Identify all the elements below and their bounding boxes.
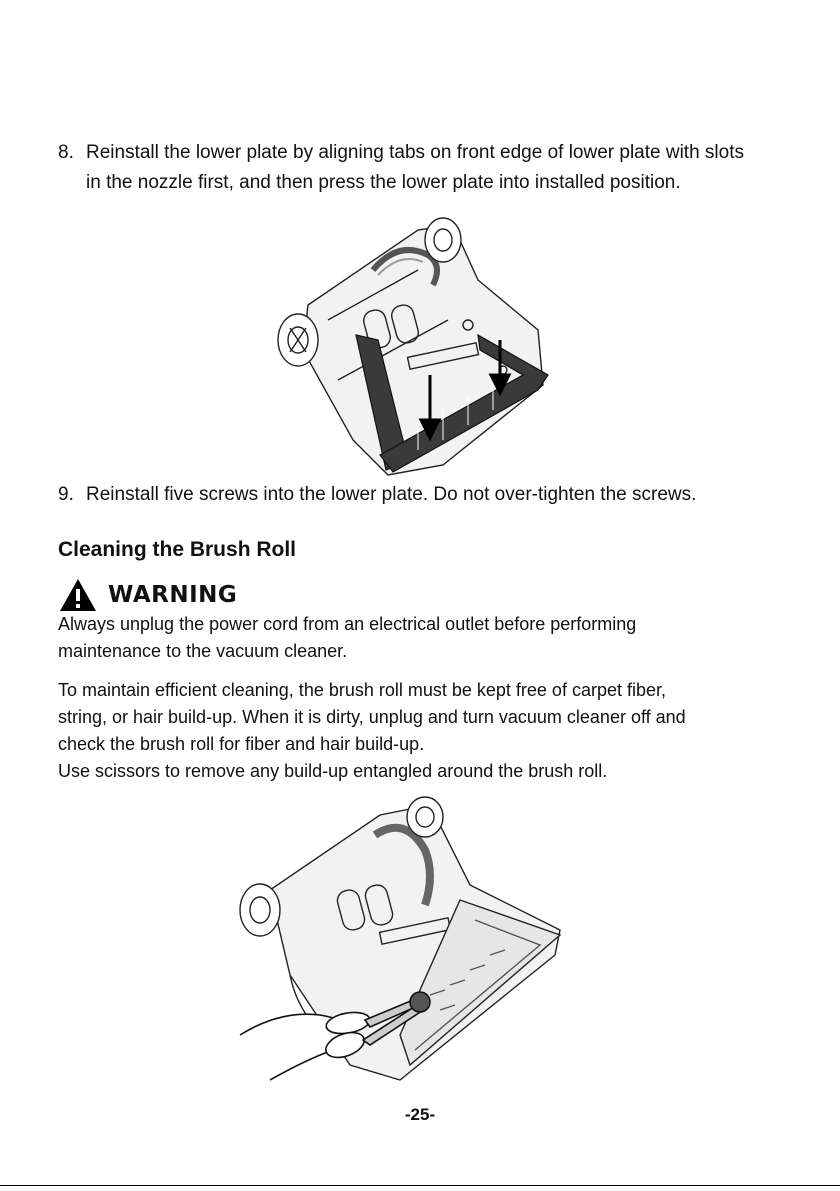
- step-9: 9. Reinstall five screws into the lower …: [58, 480, 798, 510]
- brush-roll-instructions: To maintain efficient cleaning, the brus…: [58, 677, 818, 785]
- section-title: Cleaning the Brush Roll: [58, 538, 297, 561]
- body-line: check the brush roll for fiber and hair …: [58, 734, 425, 754]
- brush-roll-cleaning-illustration: [239, 796, 562, 1081]
- step-number: 8.: [58, 142, 74, 163]
- step-text-line: Reinstall the lower plate by aligning ta…: [86, 142, 744, 163]
- warning-header: WARNING: [58, 576, 237, 614]
- warning-text: Always unplug the power cord from an ele…: [58, 611, 818, 665]
- warning-label: WARNING: [108, 582, 238, 608]
- step-number: 9.: [58, 484, 74, 505]
- warning-triangle-icon: [60, 579, 96, 611]
- body-line: string, or hair build-up. When it is dir…: [58, 707, 686, 727]
- page-number: -25-: [404, 1105, 436, 1124]
- warning-line: maintenance to the vacuum cleaner.: [58, 641, 348, 661]
- step-text-line: in the nozzle first, and then press the …: [86, 172, 681, 193]
- body-line: To maintain efficient cleaning, the brus…: [58, 680, 667, 700]
- lower-plate-reinstall-illustration: [277, 217, 549, 476]
- step-8: 8. Reinstall the lower plate by aligning…: [58, 138, 798, 198]
- step-text-line: Reinstall five screws into the lower pla…: [86, 484, 697, 505]
- bottom-rule: [0, 1185, 840, 1186]
- body-line: Use scissors to remove any build-up enta…: [58, 761, 608, 781]
- warning-line: Always unplug the power cord from an ele…: [58, 614, 637, 634]
